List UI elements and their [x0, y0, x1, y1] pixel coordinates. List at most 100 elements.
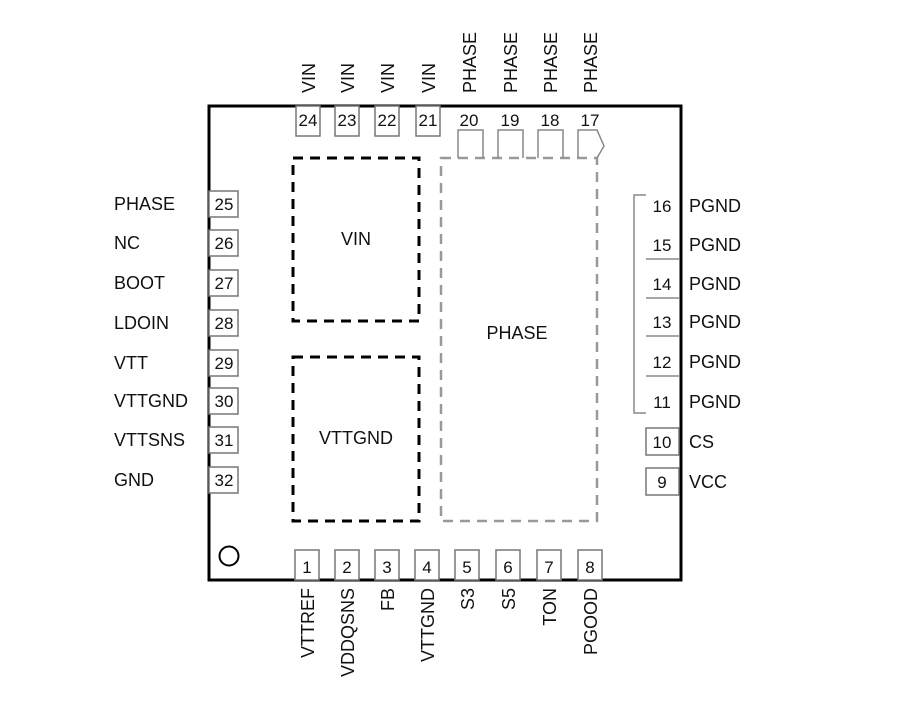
- pin-name-22: VIN: [378, 63, 398, 93]
- pin-number-19: 19: [501, 111, 520, 130]
- pin-name-25: PHASE: [114, 194, 175, 214]
- pin-name-1: VTTREF: [298, 588, 318, 658]
- pin-number-1: 1: [302, 558, 311, 577]
- pin-name-10: CS: [689, 432, 714, 452]
- pin-name-5: S3: [458, 588, 478, 610]
- phase-finger-19: [497, 129, 524, 158]
- pin-name-6: S5: [499, 588, 519, 610]
- pin-name-2: VDDQSNS: [338, 588, 358, 677]
- pin-number-9: 9: [657, 473, 666, 492]
- vttgnd-pad: [291, 355, 421, 523]
- phase-pad-label: PHASE: [486, 323, 547, 343]
- pin-box-9: [645, 467, 680, 496]
- pin-number-5: 5: [462, 558, 471, 577]
- pin-name-3: FB: [378, 588, 398, 611]
- pin-number-30: 30: [215, 392, 234, 411]
- pin-name-24: VIN: [299, 63, 319, 93]
- pin-number-32: 32: [215, 471, 234, 490]
- pin-number-25: 25: [215, 195, 234, 214]
- pin-box-4: [414, 549, 440, 581]
- pin-box-32: [208, 466, 239, 494]
- pin-number-23: 23: [338, 111, 357, 130]
- pin-name-26: NC: [114, 233, 140, 253]
- pin-box-30: [208, 387, 239, 415]
- pin-name-4: VTTGND: [418, 588, 438, 662]
- pin-number-18: 18: [541, 111, 560, 130]
- pin-number-24: 24: [299, 111, 318, 130]
- pin-name-28: LDOIN: [114, 313, 169, 333]
- pin-box-29: [208, 349, 239, 377]
- pin-name-11: PGND: [689, 392, 741, 412]
- pin-name-8: PGOOD: [581, 588, 601, 655]
- pin-name-13: PGND: [689, 312, 741, 332]
- vin-pad: [291, 156, 421, 323]
- pin-name-16: PGND: [689, 196, 741, 216]
- pin-number-28: 28: [215, 314, 234, 333]
- pin-box-5: [454, 549, 480, 581]
- pin-number-15: 15: [653, 236, 672, 255]
- pin-name-31: VTTSNS: [114, 430, 185, 450]
- pin-number-13: 13: [653, 313, 672, 332]
- pin-box-1: [294, 549, 320, 581]
- pin-number-26: 26: [215, 234, 234, 253]
- pin-box-7: [536, 549, 562, 581]
- pin-number-4: 4: [422, 558, 431, 577]
- pin-box-6: [495, 549, 521, 581]
- pin-box-24: [295, 105, 321, 137]
- pin-number-12: 12: [653, 353, 672, 372]
- pin-number-27: 27: [215, 274, 234, 293]
- pin-name-19: PHASE: [501, 32, 521, 93]
- vttgnd-pad-label: VTTGND: [319, 428, 393, 448]
- pin1-marker-dot: [218, 545, 240, 567]
- pin-number-21: 21: [419, 111, 438, 130]
- pin-box-2: [334, 549, 360, 581]
- pin-name-30: VTTGND: [114, 391, 188, 411]
- pin-number-7: 7: [544, 558, 553, 577]
- phase-finger-18: [537, 129, 564, 158]
- pin-number-14: 14: [653, 275, 672, 294]
- pin-box-3: [374, 549, 400, 581]
- pin-box-28: [208, 309, 239, 337]
- pgnd-bus-bar: [633, 194, 646, 414]
- pin-box-27: [208, 269, 239, 297]
- pin-name-20: PHASE: [460, 32, 480, 93]
- pin-box-25: [208, 190, 239, 218]
- phase-pad: [439, 156, 599, 523]
- pin-name-29: VTT: [114, 353, 148, 373]
- pin-number-11: 11: [653, 393, 671, 412]
- pin-box-21: [415, 105, 441, 137]
- pin-box-31: [208, 426, 239, 454]
- pins-layer: 1VTTREF2VDDQSNS3FB4VTTGND5S36S57TON8PGOO…: [114, 32, 741, 677]
- pin-name-12: PGND: [689, 352, 741, 372]
- pin-name-21: VIN: [419, 63, 439, 93]
- package-outline: [207, 104, 683, 582]
- pin-box-8: [577, 549, 603, 581]
- pin-name-27: BOOT: [114, 273, 165, 293]
- pin-name-18: PHASE: [541, 32, 561, 93]
- pin-name-32: GND: [114, 470, 154, 490]
- pin-name-14: PGND: [689, 274, 741, 294]
- pin-box-23: [334, 105, 360, 137]
- pin-number-22: 22: [378, 111, 397, 130]
- pin-number-29: 29: [215, 354, 234, 373]
- pin-number-6: 6: [503, 558, 512, 577]
- pin-number-31: 31: [215, 431, 234, 450]
- pin-number-17: 17: [581, 111, 600, 130]
- pin-number-3: 3: [382, 558, 391, 577]
- phase-finger-20: [457, 129, 484, 158]
- pin-number-10: 10: [653, 433, 672, 452]
- pin-number-8: 8: [585, 558, 594, 577]
- pin-name-23: VIN: [338, 63, 358, 93]
- pin-box-22: [374, 105, 400, 137]
- pin-name-17: PHASE: [581, 32, 601, 93]
- pin-name-9: VCC: [689, 472, 727, 492]
- pin-name-15: PGND: [689, 235, 741, 255]
- vin-pad-label: VIN: [341, 229, 371, 249]
- pin-number-2: 2: [342, 558, 351, 577]
- phase-finger-17: [577, 129, 605, 159]
- pin-name-7: TON: [540, 588, 560, 626]
- pin-number-16: 16: [653, 197, 672, 216]
- pin-number-20: 20: [460, 111, 479, 130]
- pin-box-26: [208, 229, 239, 257]
